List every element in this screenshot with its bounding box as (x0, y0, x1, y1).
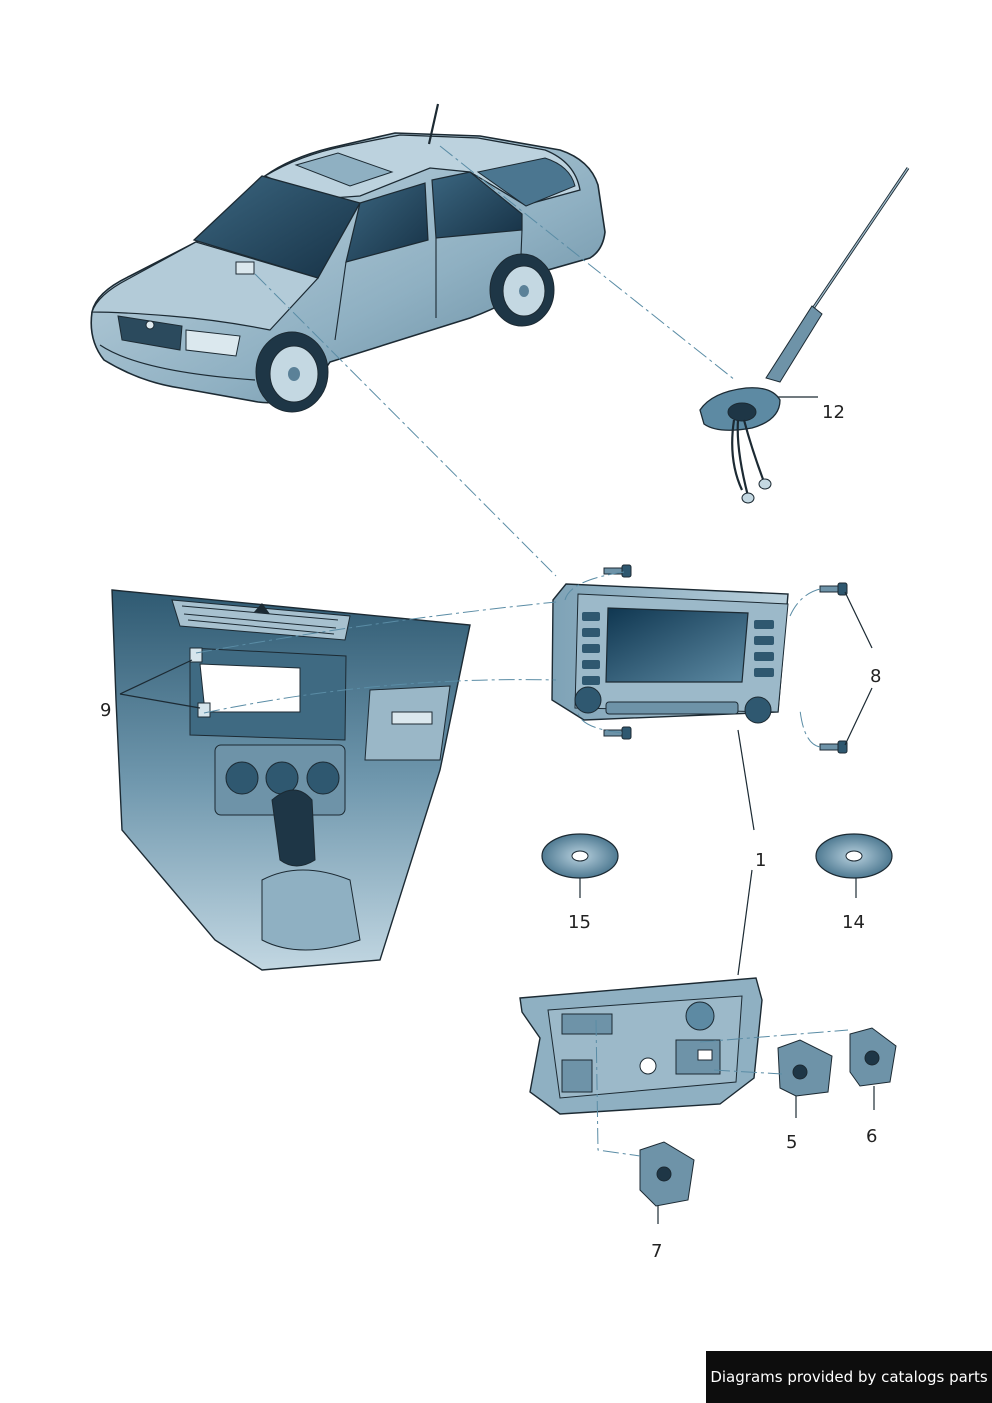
rear-wheel (489, 253, 555, 327)
callout-6: 6 (866, 1126, 877, 1147)
mounting-frame-part (519, 977, 763, 1115)
callout-5: 5 (786, 1132, 797, 1153)
clip-6 (849, 1027, 897, 1087)
callout-8: 8 (870, 666, 881, 687)
callout-12: 12 (822, 402, 845, 423)
screw-bottom-left (603, 726, 632, 740)
callout-leaders (119, 396, 875, 1224)
callout-15: 15 (568, 912, 591, 933)
dashboard-illustration (111, 589, 471, 971)
callout-9: 9 (100, 700, 111, 721)
callout-7: 7 (651, 1241, 662, 1262)
assembly-leaders (195, 145, 849, 1157)
callout-14: 14 (842, 912, 865, 933)
footer-credit: Diagrams provided by catalogs parts (706, 1351, 992, 1403)
front-wheel (255, 331, 329, 413)
screw-top-right (819, 582, 848, 596)
callout-1: 1 (755, 850, 766, 871)
screw-bottom-right (819, 740, 848, 754)
screw-top-left (603, 564, 632, 578)
clip-5 (777, 1039, 833, 1097)
roof-antenna-part (699, 167, 910, 504)
head-unit-part (551, 564, 848, 754)
disc-15 (541, 833, 619, 879)
clip-7 (639, 1141, 695, 1207)
vehicle-illustration (90, 103, 606, 413)
disc-14 (815, 833, 893, 879)
